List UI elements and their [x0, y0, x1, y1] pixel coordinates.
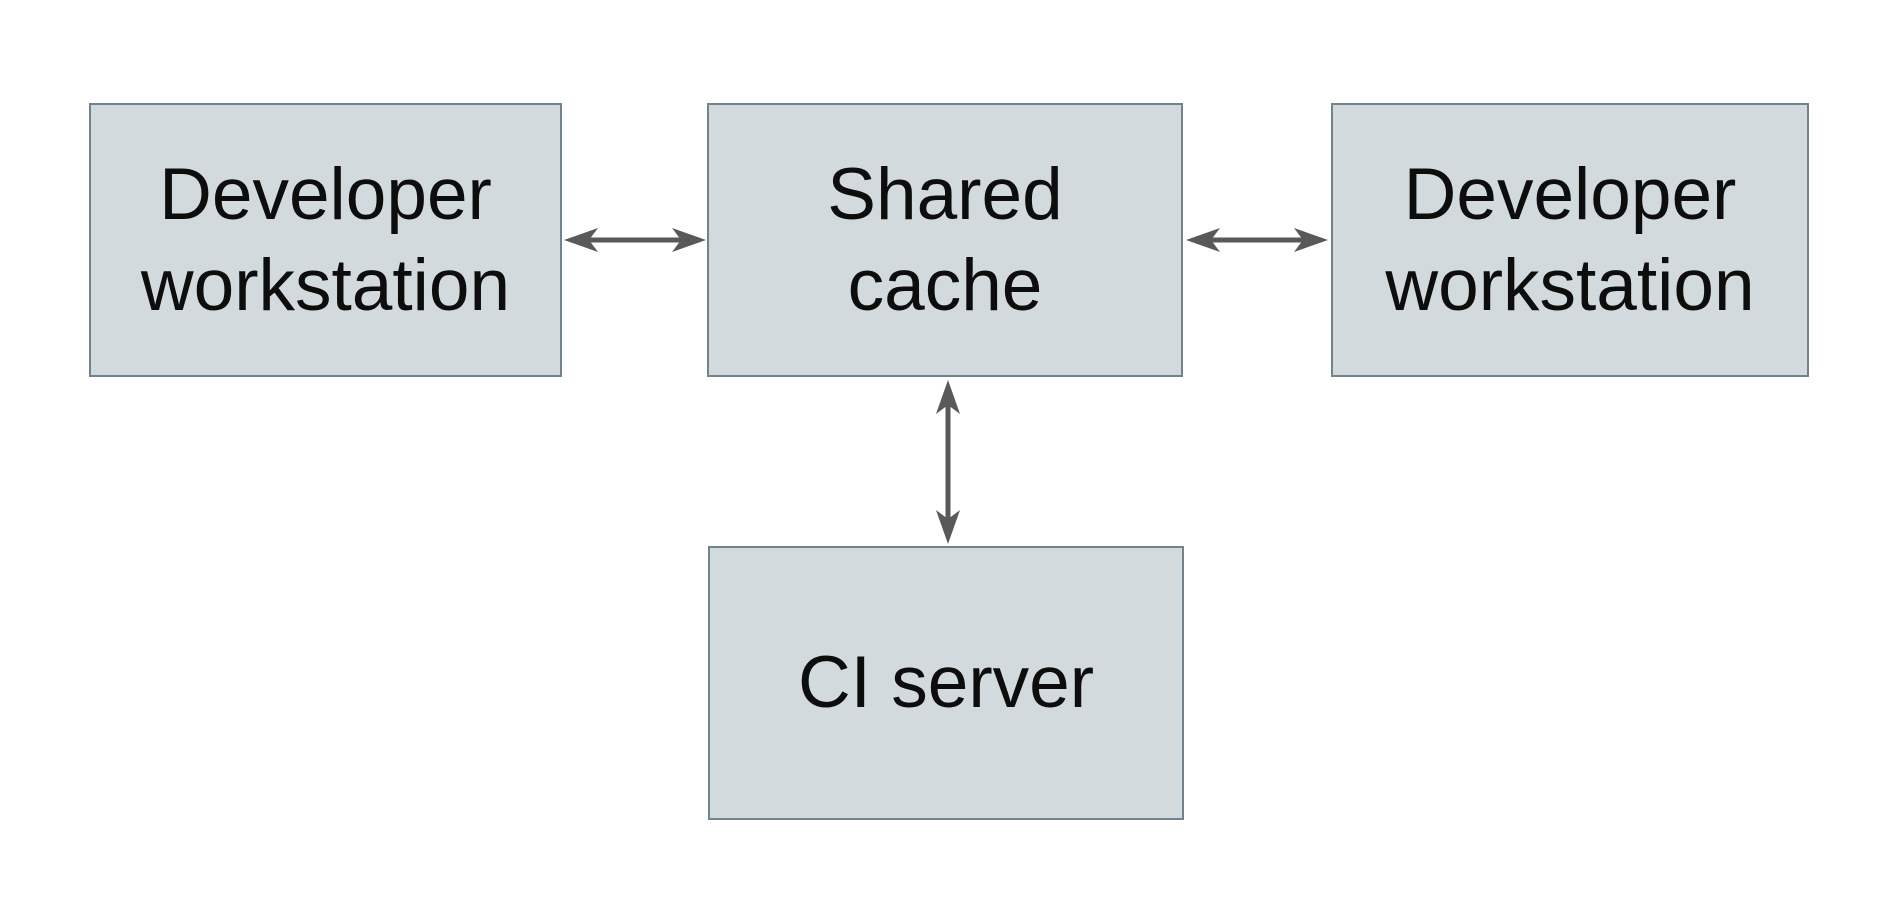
bidirectional-arrow-icon-cache-ci-server	[932, 378, 964, 546]
node-developer-workstation-right: Developer workstation	[1331, 103, 1809, 377]
node-ci-server: CI server	[708, 546, 1184, 820]
node-label: Shared cache	[827, 153, 1063, 326]
node-label: CI server	[797, 642, 1095, 724]
bidirectional-arrow-icon-cache-workstation-right	[1184, 224, 1330, 256]
node-label: Developer workstation	[140, 153, 511, 326]
node-developer-workstation-left: Developer workstation	[89, 103, 562, 377]
node-shared-cache: Shared cache	[707, 103, 1183, 377]
bidirectional-arrow-icon-workstation-left-cache	[562, 224, 708, 256]
node-label: Developer workstation	[1385, 153, 1755, 326]
